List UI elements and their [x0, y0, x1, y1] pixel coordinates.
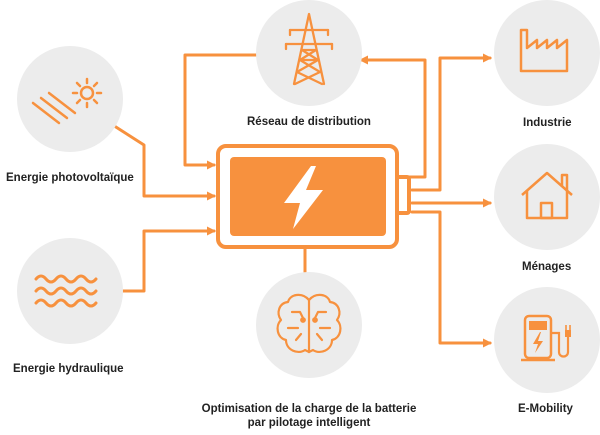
- households-circle: [494, 144, 600, 250]
- factory-icon: [519, 28, 569, 73]
- photovoltaic-label: Energie photovoltaïque: [6, 172, 134, 184]
- emobility-circle: [494, 287, 600, 393]
- hydraulic-circle: [17, 238, 123, 344]
- grid-label: Réseau de distribution: [247, 116, 371, 128]
- lightning-bolt-icon: [284, 166, 323, 229]
- charging-station-icon: [521, 314, 571, 362]
- connector-battery-to-grid: [359, 55, 427, 179]
- battery-terminal: [395, 175, 411, 215]
- grid-circle: [256, 0, 362, 106]
- solar-panel-icon: [31, 77, 103, 125]
- brain-circuit-icon: [276, 293, 342, 354]
- industry-circle: [494, 0, 600, 106]
- optimisation-label-line2: par pilotage intelligent: [247, 417, 371, 429]
- connector-hydraulic-to-battery: [120, 226, 216, 293]
- optimisation-label: Optimisation de la charge de la batterie…: [184, 402, 434, 430]
- connector-battery-to-emobility: [410, 210, 492, 348]
- hydraulic-label: Energie hydraulique: [13, 363, 124, 375]
- industry-label: Industrie: [523, 117, 572, 129]
- power-pylon-icon: [284, 12, 334, 86]
- households-label: Ménages: [522, 261, 572, 273]
- connectors: [78, 53, 492, 348]
- house-icon: [521, 171, 573, 220]
- connector-grid-to-battery: [183, 53, 258, 170]
- connector-battery-to-industry: [410, 53, 492, 192]
- battery: [216, 144, 411, 249]
- optimisation-label-line1: Optimisation de la charge de la batterie: [201, 403, 417, 415]
- node-circles: [17, 0, 600, 393]
- emobility-label: E-Mobility: [518, 403, 573, 415]
- water-waves-icon: [34, 274, 98, 308]
- photovoltaic-circle: [17, 46, 123, 152]
